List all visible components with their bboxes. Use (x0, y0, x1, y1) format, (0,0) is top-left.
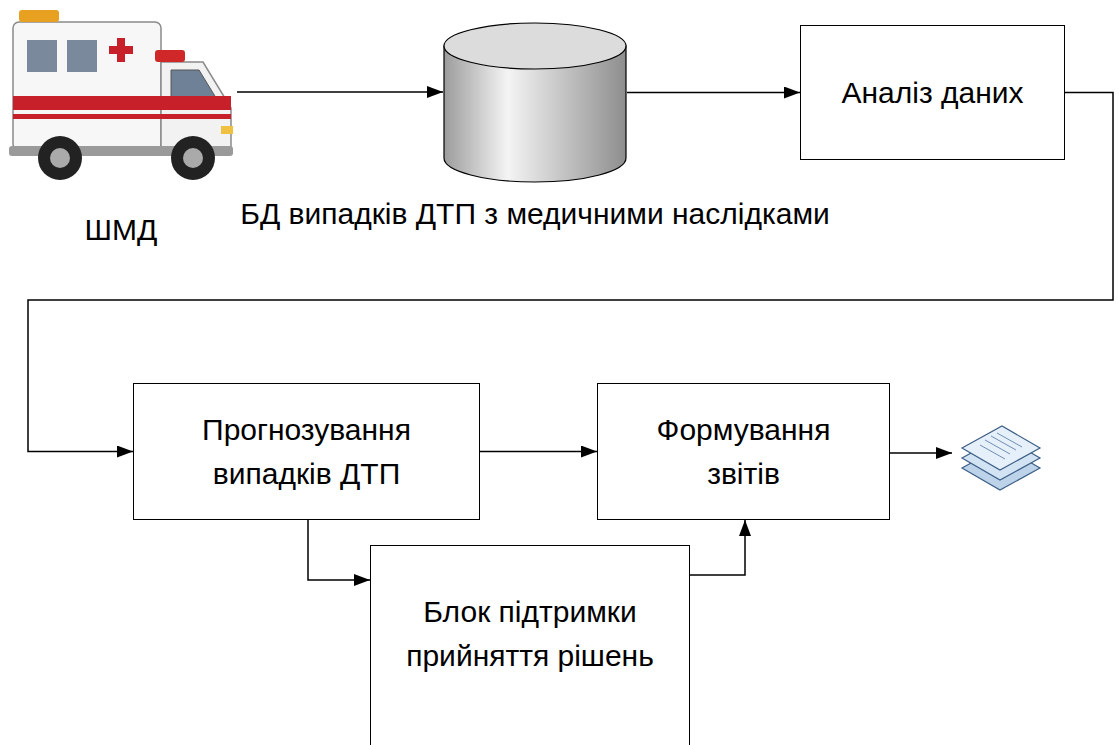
connector-arrow (308, 520, 370, 580)
connector-arrow (690, 520, 745, 575)
connector-arrow (627, 92, 800, 94)
node-label: Аналіз даних (841, 71, 1023, 115)
output-arrow (890, 452, 952, 454)
connector-arrow (237, 91, 443, 93)
node-label: БД випадків ДТП з медичними наслідками (240, 196, 830, 232)
database-cylinder (443, 22, 627, 184)
database-node: БД випадків ДТП з медичними наслідками (385, 20, 685, 282)
process-box: Аналіз даних (800, 25, 1065, 160)
process-box: Прогнозування випадків ДТП (133, 383, 480, 520)
ambulance-illustration (5, 0, 237, 190)
connector-arrow (480, 451, 597, 453)
documents-icon (962, 426, 1040, 490)
process-box: Формування звітів (597, 383, 890, 520)
node-label: ШМД (85, 212, 158, 248)
node-label: Блок підтримки прийняття рішень (399, 590, 661, 677)
process-box: Блок підтримки прийняття рішень (370, 545, 690, 745)
node-label: Прогнозування випадків ДТП (162, 408, 451, 495)
node-label: Формування звітів (626, 408, 861, 495)
ambulance-node: ШМД (2, 0, 240, 262)
